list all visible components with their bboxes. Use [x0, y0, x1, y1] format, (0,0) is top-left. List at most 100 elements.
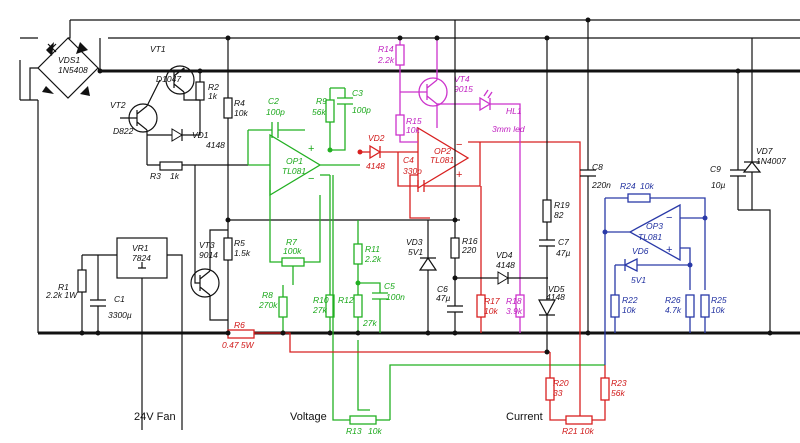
resistor-r9: R9 56k [312, 88, 335, 150]
c8-value: 220n [591, 180, 611, 190]
svg-text:+: + [456, 169, 462, 181]
hl1-name: HL1 [506, 106, 522, 116]
svg-text:−: − [308, 173, 314, 185]
r17-value: 10k [484, 306, 498, 316]
vt3-name: VT3 [199, 240, 215, 250]
resistor-r11: R11 2.2k [353, 220, 382, 283]
op1-name: OP1 [286, 156, 303, 166]
r11-name: R11 [365, 244, 380, 254]
r8-name: R8 [262, 290, 273, 300]
capacitor-c7: C7 47µ [539, 237, 570, 300]
c9-value: 10µ [711, 180, 725, 190]
c2-value: 100p [266, 107, 285, 117]
vd4-name: VD4 [496, 250, 513, 260]
bridge-rectifier-vds1: VDS1 1N5408 [29, 37, 101, 100]
r9-name: R9 [316, 96, 327, 106]
vds1-name: VDS1 [58, 55, 80, 65]
resistor-r10: R10 27k [312, 174, 335, 333]
vd6-value: 5V1 [631, 275, 646, 285]
svg-text:−: − [666, 212, 672, 224]
c9-name: C9 [710, 164, 721, 174]
r17-name: R17 [484, 296, 500, 306]
vd5-value: 4148 [546, 292, 565, 302]
r12-value: 27k [362, 318, 377, 328]
r22-name: R22 [622, 295, 638, 305]
r20-name: R20 [553, 378, 569, 388]
vd2-value: 4148 [366, 161, 385, 171]
r24-value: 10k [640, 181, 654, 191]
r18-value: 3.9k [506, 306, 523, 316]
r25-name: R25 [711, 295, 727, 305]
diode-vd4: VD4 4148 [455, 250, 548, 285]
vd7-value: 1N4007 [756, 156, 786, 166]
r21-name: R21 [562, 426, 578, 436]
transistor-vt3: VT3 9014 [190, 165, 228, 321]
resistor-r14: R14 2.2k [377, 38, 405, 115]
resistor-r1: R1 2.2k 1W [45, 255, 87, 333]
c5-value: 100n [386, 292, 405, 302]
resistor-r12: R12 27k [338, 283, 377, 333]
resistor-r16: R16 220 [450, 20, 478, 278]
c6-value: 47µ [436, 293, 450, 303]
r15-value: 10k [406, 125, 420, 135]
vd3-name: VD3 [406, 237, 423, 247]
resistor-r22: R22 10k [610, 265, 638, 333]
r12-name: R12 [338, 295, 354, 305]
r2-name: R2 [208, 82, 219, 92]
r25-value: 10k [711, 305, 725, 315]
op3-value: TL081 [638, 232, 662, 242]
r14-value: 2.2k [377, 55, 395, 65]
diode-vd2: VD2 4148 [360, 133, 418, 171]
r6-value: 0.47 5W [222, 340, 255, 350]
vd6-name: VD6 [632, 246, 649, 256]
resistor-r5: R5 1.5k [223, 220, 251, 333]
vt3-value: 9014 [199, 250, 218, 260]
vt1-value: D1047 [156, 74, 181, 84]
hl1-value: 3mm led [492, 124, 525, 134]
transistor-vt4: VT4 9015 [400, 38, 473, 128]
r15-name: R15 [406, 116, 422, 126]
r14-name: R14 [378, 44, 394, 54]
r19-value: 82 [554, 210, 564, 220]
potentiometer-r7: R7 100k [269, 180, 321, 285]
c1-value: 3300µ [108, 310, 132, 320]
resistor-r8: R8 270k [258, 285, 288, 333]
capacitor-c2: C2 100p [248, 96, 305, 138]
transistor-vt1: VT1 D1047 [150, 44, 200, 101]
r5-name: R5 [234, 238, 245, 248]
op2-value: TL081 [430, 155, 454, 165]
r23-value: 56k [611, 388, 625, 398]
vr1-name: VR1 [132, 243, 149, 253]
r3-value: 1k [170, 171, 180, 181]
r10-name: R10 [313, 295, 329, 305]
resistor-r15: R15 10k [395, 114, 422, 143]
vd1-value: 4148 [206, 140, 225, 150]
vd3-value: 5V1 [408, 247, 423, 257]
r6-name: R6 [234, 320, 245, 330]
resistor-r25: R25 10k [700, 294, 727, 333]
capacitor-c5: C5 100n [358, 281, 405, 333]
vd1-name: VD1 [192, 130, 209, 140]
capacitor-c9: C9 10µ [710, 71, 746, 210]
op1-value: TL081 [282, 166, 306, 176]
capacitor-c4: C4 330p [397, 142, 481, 192]
r21-value: 10k [580, 426, 594, 436]
vd7-name: VD7 [756, 146, 773, 156]
capacitor-c3: C3 100p [330, 87, 371, 151]
vt4-name: VT4 [454, 74, 470, 84]
c4-name: C4 [403, 155, 414, 165]
c1-name: C1 [114, 294, 125, 304]
svg-text:−: − [456, 139, 462, 151]
r7-value: 100k [283, 246, 302, 256]
c7-name: C7 [558, 237, 569, 247]
capacitor-c8: C8 220n [580, 20, 611, 333]
power-rails [19, 19, 800, 335]
c8-name: C8 [592, 162, 603, 172]
r19-name: R19 [554, 200, 570, 210]
zener-vd6: VD6 5V1 [615, 246, 690, 285]
c4-value: 330p [403, 166, 422, 176]
led-hl1: HL1 3mm led [437, 89, 525, 333]
potentiometer-r13: R13 10k [346, 415, 390, 436]
voltage-label: Voltage [290, 411, 327, 423]
